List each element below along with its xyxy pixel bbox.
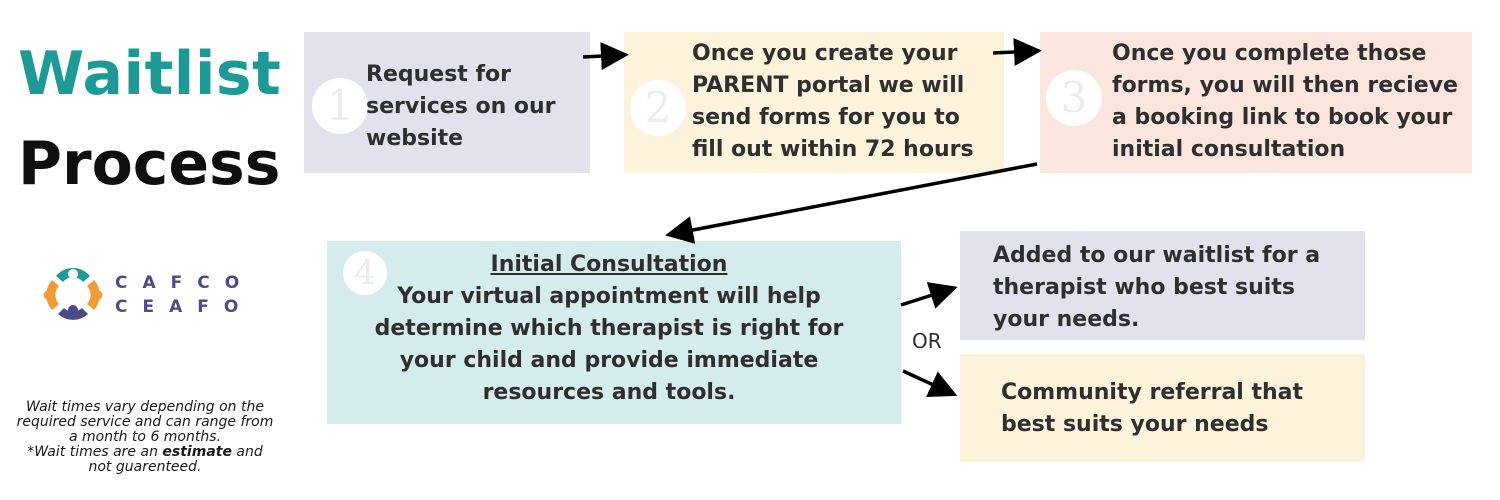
- step-1-number: 1: [312, 78, 368, 134]
- step-3-text: Once you complete those forms, you will …: [1112, 41, 1458, 162]
- step-2-box: 2 Once you create your PARENT portal we …: [624, 32, 1004, 173]
- step-3-number: 3: [1046, 70, 1102, 126]
- step-1-text: Request for services on our website: [366, 62, 556, 151]
- note-emphasis: estimate: [162, 444, 232, 460]
- step-4-heading: Initial Consultation: [490, 252, 728, 277]
- step-1-box: 1 Request for services on our website: [304, 32, 590, 173]
- title-line-1: Waitlist: [18, 39, 282, 109]
- title-line-2: Process: [18, 129, 281, 199]
- outcome-waitlist-box: Added to our waitlist for a therapist wh…: [960, 231, 1365, 340]
- step-4-number: 4: [343, 251, 387, 295]
- logo-text-line-2: CEAFO: [115, 297, 254, 317]
- outcome-referral-box: Community referral that best suits your …: [960, 354, 1365, 462]
- or-label: OR: [912, 329, 942, 353]
- arrow-step4-to-waitlist: [900, 282, 958, 309]
- note-line-2-suffix: and not guarenteed.: [88, 444, 263, 475]
- cafco-logo-icon: [43, 267, 103, 320]
- step-4-text: Your virtual appointment will help deter…: [374, 284, 844, 405]
- step-2-number: 2: [630, 80, 686, 136]
- note-line-1: Wait times vary depending on the require…: [16, 399, 274, 445]
- arrow-step1-to-step2: [582, 42, 629, 71]
- outcome-waitlist-text: Added to our waitlist for a therapist wh…: [993, 243, 1321, 332]
- logo-text-line-1: CAFCO: [115, 273, 255, 293]
- step-2-text: Once you create your PARENT portal we wi…: [692, 41, 974, 162]
- arrow-step2-to-step3: [992, 38, 1042, 66]
- wait-times-note: Wait times vary depending on the require…: [14, 400, 276, 475]
- step-4-box: 4 Initial Consultation Your virtual appo…: [327, 241, 901, 424]
- arrow-step3-to-step4: [665, 162, 1038, 244]
- arrow-step4-to-referral: [902, 369, 958, 397]
- step-3-box: 3 Once you complete those forms, you wil…: [1040, 32, 1472, 173]
- note-line-2-prefix: *Wait times are an: [27, 444, 158, 460]
- outcome-referral-text: Community referral that best suits your …: [1001, 380, 1304, 437]
